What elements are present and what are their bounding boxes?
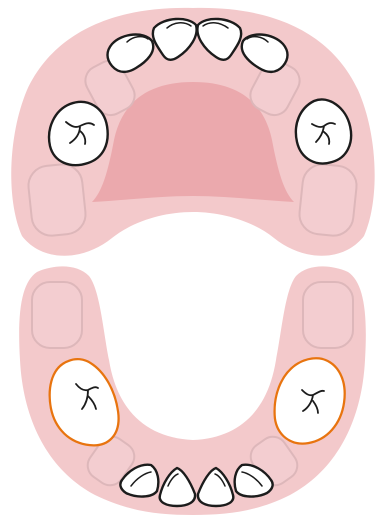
upper-arch [11,8,374,256]
lower-left-second-molar-placeholder [303,282,353,348]
lower-arch [19,266,366,515]
upper-right-second-molar-placeholder [26,162,87,237]
upper-left-second-molar-placeholder [297,162,358,237]
lower-right-second-molar-placeholder [32,282,82,348]
